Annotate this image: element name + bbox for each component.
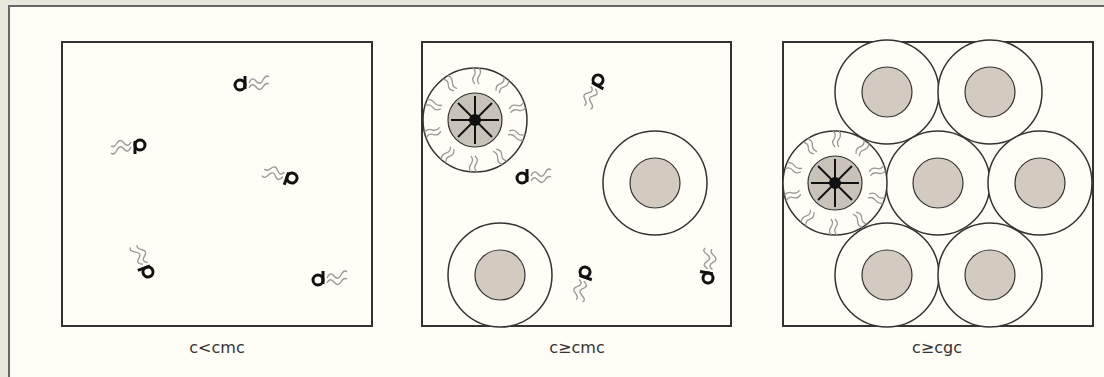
caption-label: c≥cgc: [912, 338, 962, 357]
caption-label: c≥cmc: [549, 338, 604, 357]
caption-label: c<cmc: [189, 338, 244, 357]
